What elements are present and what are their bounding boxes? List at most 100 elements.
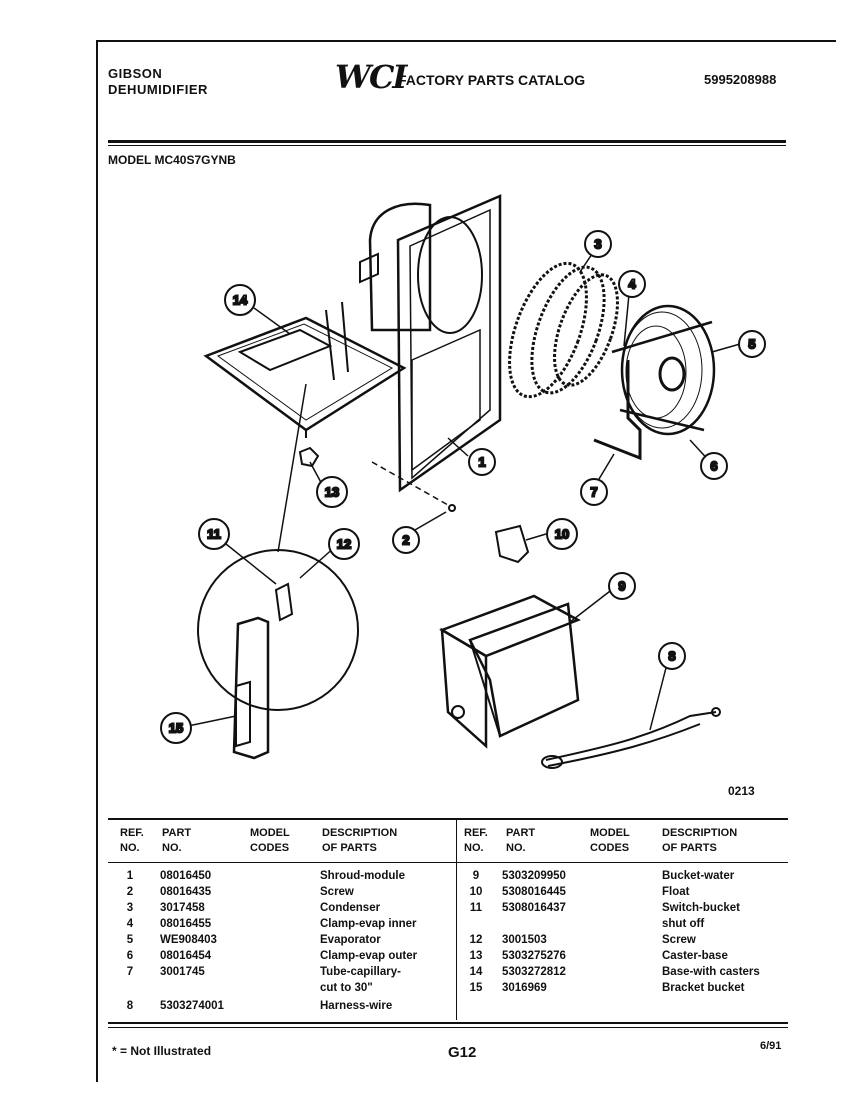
part-number: 08016455: [160, 918, 212, 930]
table-row: 2: [126, 886, 134, 898]
part-description: Base-with casters: [662, 966, 760, 978]
table-row: 4: [126, 918, 134, 930]
table-row: 10: [469, 886, 483, 898]
part-number: 3001503: [502, 934, 547, 946]
part-number: 5308016437: [502, 902, 566, 914]
callout-4: 4: [618, 270, 646, 298]
evaporator-part: [611, 304, 716, 436]
svg-text:14: 14: [233, 293, 248, 308]
table-row: 9: [472, 870, 480, 882]
table-row: 1: [126, 870, 134, 882]
table-row: 13: [469, 950, 483, 962]
header-rule: [108, 140, 786, 143]
callout-7: 7: [580, 478, 608, 506]
bucket-switch-detail: [197, 383, 359, 760]
svg-text:2: 2: [402, 533, 409, 548]
wci-logo: WCI: [335, 58, 407, 96]
part-description: Switch-bucket: [662, 902, 740, 914]
part-description: Caster-base: [662, 950, 728, 962]
col-header-ref-right: REF.NO.: [464, 827, 488, 854]
table-row: 11: [469, 902, 483, 914]
col-header-ref-left: REF.NO.: [120, 827, 144, 854]
header-rule-thin: [108, 145, 786, 146]
part-number: 5303272812: [502, 966, 566, 978]
part-description: Shroud-module: [320, 870, 405, 882]
table-row: 6: [126, 950, 134, 962]
callout-13: 13: [316, 476, 348, 508]
table-row: 14: [469, 966, 483, 978]
svg-text:5: 5: [748, 337, 755, 352]
callout-12: 12: [328, 528, 360, 560]
table-row: 3: [126, 902, 134, 914]
part-number: 5303275276: [502, 950, 566, 962]
callout-3: 3: [584, 230, 612, 258]
table-row: 15: [469, 982, 483, 994]
part-description: shut off: [662, 918, 705, 930]
base-with-casters-part: [203, 301, 407, 438]
svg-text:12: 12: [337, 537, 351, 552]
part-number: 5303274001: [160, 1000, 224, 1012]
catalog-number: 5995208988: [704, 72, 777, 87]
svg-text:6: 6: [710, 459, 717, 474]
part-number: 3016969: [502, 982, 547, 994]
screw-part: [371, 461, 456, 512]
part-description: Screw: [662, 934, 696, 946]
wire-harness-part: [541, 707, 721, 769]
table-top-rule: [108, 818, 788, 820]
svg-text:11: 11: [207, 527, 221, 542]
part-description: Bucket-water: [662, 870, 735, 882]
table-header-rule: [108, 862, 788, 863]
svg-text:7: 7: [590, 485, 597, 500]
part-description: cut to 30": [320, 982, 373, 994]
condenser-coil-part: [508, 261, 619, 399]
part-description: Float: [662, 886, 690, 898]
part-number: 3017458: [160, 902, 205, 914]
svg-text:3: 3: [594, 237, 601, 252]
part-description: Tube-capillary-: [320, 966, 401, 978]
table-bottom-rule: [108, 1022, 788, 1024]
part-number: 5308016445: [502, 886, 566, 898]
capillary-tube-part: [593, 360, 642, 461]
caster-part: [298, 446, 320, 468]
product-name: DEHUMIDIFIER: [108, 82, 208, 97]
float-part: [494, 524, 530, 564]
part-number: WE908403: [160, 934, 217, 946]
shroud-module-part: [359, 194, 502, 493]
part-description: Condenser: [320, 902, 381, 914]
exploded-parts-diagram: 1 2 3 4 5 6 7 8 9 10 11 12 13 14 15: [160, 194, 766, 769]
part-description: Harness-wire: [320, 1000, 393, 1012]
svg-text:8: 8: [668, 649, 675, 664]
not-illustrated-note: * = Not Illustrated: [112, 1044, 212, 1058]
brand-name: GIBSON: [108, 66, 163, 81]
illustration-code: 0213: [728, 784, 755, 798]
table-bottom-rule-thin: [108, 1027, 788, 1028]
model-number: MODEL MC40S7GYNB: [108, 153, 236, 167]
table-divider: [456, 820, 457, 1020]
callout-6: 6: [700, 452, 728, 480]
leader-lines: [187, 247, 741, 731]
callout-15: 15: [160, 712, 192, 744]
callout-1: 1: [468, 448, 496, 476]
part-description: Screw: [320, 886, 354, 898]
svg-text:15: 15: [169, 721, 183, 736]
table-row: 8: [126, 1000, 134, 1012]
callout-11: 11: [198, 518, 230, 550]
page-frame: [96, 40, 836, 1082]
part-description: Evaporator: [320, 934, 381, 946]
catalog-title: FACTORY PARTS CATALOG: [398, 72, 586, 88]
part-description: Clamp-evap inner: [320, 918, 417, 930]
callout-8: 8: [658, 642, 686, 670]
part-number: 3001745: [160, 966, 205, 978]
part-number: 08016454: [160, 950, 212, 962]
table-row: 7: [126, 966, 134, 978]
table-row: 12: [469, 934, 483, 946]
svg-text:9: 9: [618, 579, 625, 594]
table-row: 5: [126, 934, 134, 946]
svg-text:4: 4: [628, 277, 636, 292]
callout-14: 14: [224, 284, 256, 316]
